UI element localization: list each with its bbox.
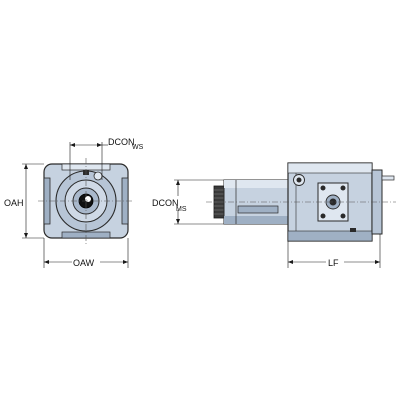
lf-dimension: LF bbox=[287, 234, 381, 268]
oah-label: OAH bbox=[4, 198, 24, 208]
side-view bbox=[206, 162, 396, 242]
side-view-coolant-pin bbox=[381, 175, 395, 181]
oaw-dimension: OAW bbox=[43, 238, 129, 268]
side-view-slot bbox=[237, 205, 279, 214]
oah-dimension: OAH bbox=[2, 163, 44, 239]
bolt-icon bbox=[340, 185, 346, 191]
dcon-ws-label: DCON bbox=[108, 137, 135, 147]
dcon-ws-subscript: WS bbox=[132, 144, 144, 151]
bolt-icon bbox=[320, 213, 326, 219]
oaw-label: OAW bbox=[73, 258, 95, 268]
bolt-icon bbox=[340, 213, 346, 219]
front-view-bore-highlight bbox=[85, 196, 91, 202]
lf-label: LF bbox=[328, 258, 339, 268]
front-view bbox=[38, 158, 134, 244]
dcon-ms-label: DCON bbox=[152, 198, 179, 208]
dcon-ms-dimension: DCON MS bbox=[150, 179, 224, 225]
front-view-port bbox=[93, 171, 103, 181]
dcon-ms-subscript: MS bbox=[176, 206, 187, 213]
bolt-icon bbox=[320, 185, 326, 191]
dcon-ws-dimension: DCON WS bbox=[69, 137, 144, 180]
